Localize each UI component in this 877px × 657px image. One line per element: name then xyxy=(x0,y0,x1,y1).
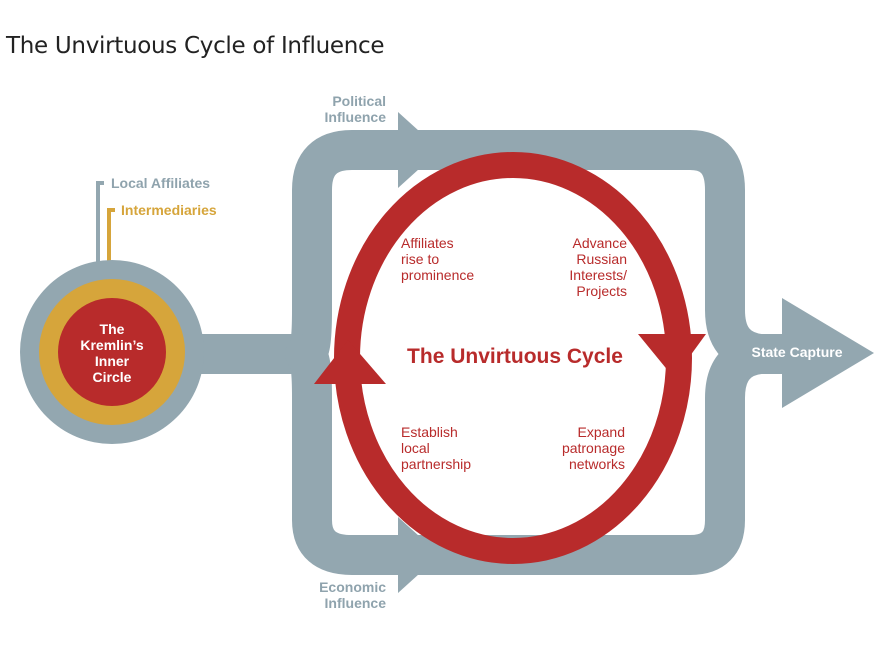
political-influence-label-2: Influence xyxy=(325,109,387,125)
step-advance-3: Interests/ xyxy=(569,267,627,283)
state-capture-label: State Capture xyxy=(751,344,842,360)
cycle-arrow-left xyxy=(314,340,386,384)
step-affiliates-2: rise to xyxy=(401,251,439,267)
economic-influence-label-1: Economic xyxy=(319,579,386,595)
step-expand-1: Expand xyxy=(578,424,625,440)
step-expand-2: patronage xyxy=(562,440,625,456)
page-title: The Unvirtuous Cycle of Influence xyxy=(6,33,385,59)
step-expand-3: networks xyxy=(569,456,625,472)
cycle-arrow-right xyxy=(638,334,706,378)
local-affiliates-leader xyxy=(96,181,104,262)
political-arrowhead xyxy=(398,112,440,188)
step-advance-1: Advance xyxy=(573,235,628,251)
cycle-title: The Unvirtuous Cycle xyxy=(407,345,623,368)
step-establish-2: local xyxy=(401,440,430,456)
core-label-line-3: Inner xyxy=(95,353,130,369)
step-affiliates-1: Affiliates xyxy=(401,235,454,251)
intermediaries-leader xyxy=(107,208,115,284)
inner-circle-core xyxy=(58,298,166,406)
core-label-line-4: Circle xyxy=(93,369,132,385)
economic-arrowhead xyxy=(398,517,440,593)
economic-influence-label-2: Influence xyxy=(325,595,387,611)
political-influence-label-1: Political xyxy=(332,93,386,109)
step-advance-2: Russian xyxy=(576,251,627,267)
core-label-line-2: Kremlin’s xyxy=(80,337,143,353)
local-affiliates-label: Local Affiliates xyxy=(111,175,210,191)
state-capture-shaft xyxy=(740,334,785,374)
step-affiliates-3: prominence xyxy=(401,267,474,283)
state-capture-arrowhead xyxy=(782,298,874,408)
step-advance-4: Projects xyxy=(576,283,627,299)
step-establish-1: Establish xyxy=(401,424,458,440)
intermediaries-label: Intermediaries xyxy=(121,202,217,218)
core-label-line-1: The xyxy=(100,321,125,337)
step-establish-3: partnership xyxy=(401,456,471,472)
